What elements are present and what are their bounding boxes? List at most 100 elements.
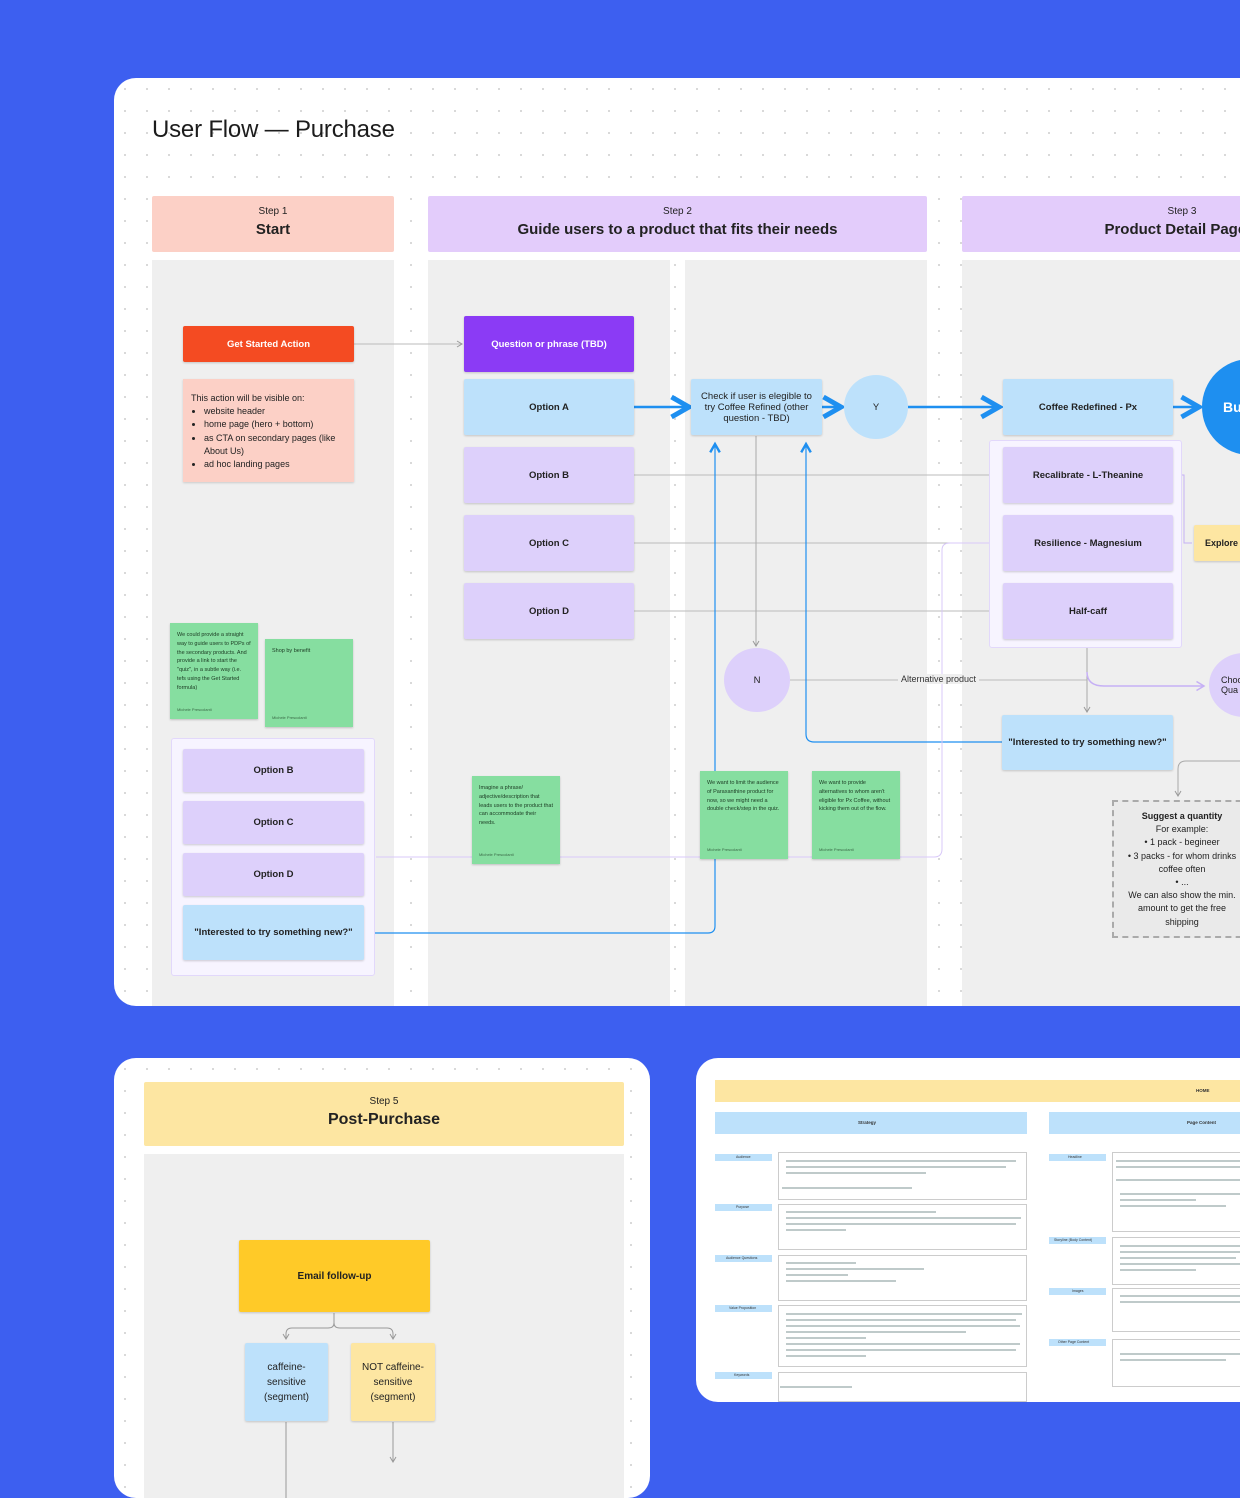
- step-5-column: [144, 1154, 624, 1498]
- doc-row-box: [778, 1152, 1027, 1200]
- y-node[interactable]: Y: [844, 375, 908, 439]
- doc-row-tag-label: Purpose: [736, 1205, 750, 1209]
- sticky-text: Imagine a phrase/ adjective/description …: [479, 785, 553, 827]
- step-2-title: Guide users to a product that fits their…: [517, 221, 838, 238]
- post-purchase-board: Step 5 Post-Purchase Email follow-up caf…: [114, 1058, 650, 1498]
- doc-home-bar: [715, 1080, 1240, 1102]
- sticky-text: We want to provide alternatives to whom …: [819, 780, 891, 813]
- doc-row-box: [1112, 1237, 1240, 1285]
- sticky-text: We want to limit the audience of Paraxan…: [707, 780, 780, 813]
- left-option-b[interactable]: Option B: [183, 749, 364, 792]
- connector-lines: [354, 340, 1240, 934]
- doc-row-box: [778, 1204, 1027, 1250]
- caffeine-sensitive-segment[interactable]: caffeine-sensitive (segment): [245, 1343, 328, 1421]
- step-5-label: Step 5: [369, 1096, 399, 1107]
- step-5-title: Post-Purchase: [327, 1111, 441, 1128]
- visibility-note-item: home page (hero + bottom): [204, 418, 346, 431]
- doc-row-box: [778, 1255, 1027, 1301]
- suggest-quantity-item: • 1 pack - begineer: [1144, 837, 1220, 848]
- doc-row-tag: [1049, 1339, 1106, 1346]
- doc-content-bar: [1049, 1112, 1240, 1134]
- doc-row-box: [1112, 1288, 1240, 1332]
- visibility-note: This action will be visible on: website …: [183, 379, 354, 482]
- home-strategy-doc: HOME Strategy Page Content Audience Purp…: [696, 1058, 1240, 1402]
- doc-row-tag-label: Other Page Content: [1058, 1340, 1090, 1344]
- doc-row-tag-label: Keywords: [734, 1373, 750, 1377]
- suggest-quantity-title: Suggest a quantity: [1141, 811, 1223, 821]
- get-started-action[interactable]: Get Started Action: [183, 326, 354, 362]
- doc-row-tag-label: Headline: [1068, 1155, 1082, 1159]
- sticky-author: Michele Prescolanti: [707, 846, 742, 852]
- visibility-note-item: as CTA on secondary pages (like About Us…: [204, 432, 346, 458]
- suggest-quantity-item-text: 1 pack - begineer: [1150, 837, 1220, 848]
- step-5-header: Step 5 Post-Purchase: [144, 1082, 624, 1146]
- sticky-note: Imagine a phrase/ adjective/description …: [472, 776, 560, 864]
- option-d[interactable]: Option D: [464, 583, 634, 639]
- n-node[interactable]: N: [724, 648, 790, 712]
- left-option-d[interactable]: Option D: [183, 853, 364, 896]
- step-3-title: Product Detail Page (I: [1104, 221, 1240, 238]
- suggest-quantity-note: Suggest a quantity For example: • 1 pack…: [1112, 800, 1240, 938]
- doc-home-label: HOME: [1196, 1088, 1210, 1093]
- choose-quantity-text: Choo: [1221, 675, 1240, 685]
- sticky-author: Michele Prescolanti: [479, 851, 514, 857]
- alternative-product-label: Alternative product: [898, 674, 980, 684]
- board-title: User Flow — Purchase: [152, 116, 395, 143]
- left-option-c[interactable]: Option C: [183, 801, 364, 844]
- doc-row-tag: [1049, 1237, 1106, 1244]
- option-c[interactable]: Option C: [464, 515, 634, 571]
- doc-row-tag: [715, 1305, 772, 1312]
- doc-row-tag-label: Audience Questions: [726, 1256, 758, 1260]
- suggest-quantity-footer: We can also show the min. amount to get …: [1128, 890, 1236, 927]
- explore-node[interactable]: Explore (: [1194, 525, 1240, 561]
- option-a[interactable]: Option A: [464, 379, 634, 435]
- doc-row-box: [1112, 1339, 1240, 1387]
- sticky-note: We want to provide alternatives to whom …: [812, 771, 900, 859]
- step-1-header: Step 1 Start: [152, 196, 394, 252]
- half-caff[interactable]: Half-caff: [1003, 583, 1173, 639]
- doc-row-tag-label: Storyline (Body Content): [1054, 1238, 1093, 1242]
- doc-text-lines: [780, 1160, 1240, 1388]
- interested-left[interactable]: "Interested to try something new?": [183, 905, 364, 960]
- option-b[interactable]: Option B: [464, 447, 634, 503]
- suggest-quantity-item: • ...: [1175, 877, 1189, 888]
- step-1-title: Start: [255, 221, 291, 238]
- step-2-header: Step 2 Guide users to a product that fit…: [428, 196, 927, 252]
- visibility-note-list: website header home page (hero + bottom)…: [191, 405, 346, 471]
- doc-row-tag: [1049, 1288, 1106, 1295]
- interested-right[interactable]: "Interested to try something new?": [1002, 715, 1173, 770]
- suggest-quantity-subtitle: For example:: [1155, 824, 1209, 835]
- doc-row-tag: [715, 1154, 772, 1161]
- doc-strategy-bar: [715, 1112, 1027, 1134]
- email-followup[interactable]: Email follow-up: [239, 1240, 430, 1312]
- doc-row-box: [778, 1305, 1027, 1367]
- doc-row-tag: [715, 1255, 772, 1262]
- coffee-redefined[interactable]: Coffee Redefined - Px: [1003, 379, 1173, 435]
- not-caffeine-sensitive-segment[interactable]: NOT caffeine-sensitive (segment): [351, 1343, 435, 1421]
- doc-row-tag: [1049, 1154, 1106, 1161]
- doc-row-tag: [715, 1372, 772, 1379]
- doc-row-tag-label: Value Proposition: [729, 1306, 757, 1310]
- eligibility-check[interactable]: Check if user is elegible to try Coffee …: [691, 379, 822, 435]
- suggest-quantity-item-text: 3 packs - for whom drinks coffee often: [1133, 850, 1237, 874]
- visibility-note-item: ad hoc landing pages: [204, 458, 346, 471]
- visibility-note-item: website header: [204, 405, 346, 418]
- doc-row-tag-label: Images: [1072, 1289, 1084, 1293]
- user-flow-board: User Flow — Purchase Step 1 Start Step 2…: [114, 78, 1240, 1006]
- suggest-quantity-item: • 3 packs - for whom drinks coffee often: [1127, 850, 1237, 874]
- doc-content-label: Page Content: [1187, 1120, 1217, 1125]
- doc-row-box: [778, 1372, 1027, 1402]
- step-1-label: Step 1: [258, 206, 288, 217]
- sticky-author: Michele Prescolanti: [272, 714, 307, 720]
- sticky-text: Shop by benefit: [272, 648, 311, 654]
- sticky-note: We want to limit the audience of Paraxan…: [700, 771, 788, 859]
- sticky-author: Michele Prescolanti: [177, 706, 212, 712]
- recalibrate[interactable]: Recalibrate - L-Theanine: [1003, 447, 1173, 503]
- visibility-note-intro: This action will be visible on:: [191, 393, 305, 403]
- question-node[interactable]: Question or phrase (TBD): [464, 316, 634, 372]
- doc-row-box: [1112, 1152, 1240, 1232]
- step-2-label: Step 2: [663, 206, 692, 217]
- doc-row-tag: [715, 1204, 772, 1211]
- resilience[interactable]: Resilience - Magnesium: [1003, 515, 1173, 571]
- choose-quantity-text: Qua: [1221, 685, 1239, 695]
